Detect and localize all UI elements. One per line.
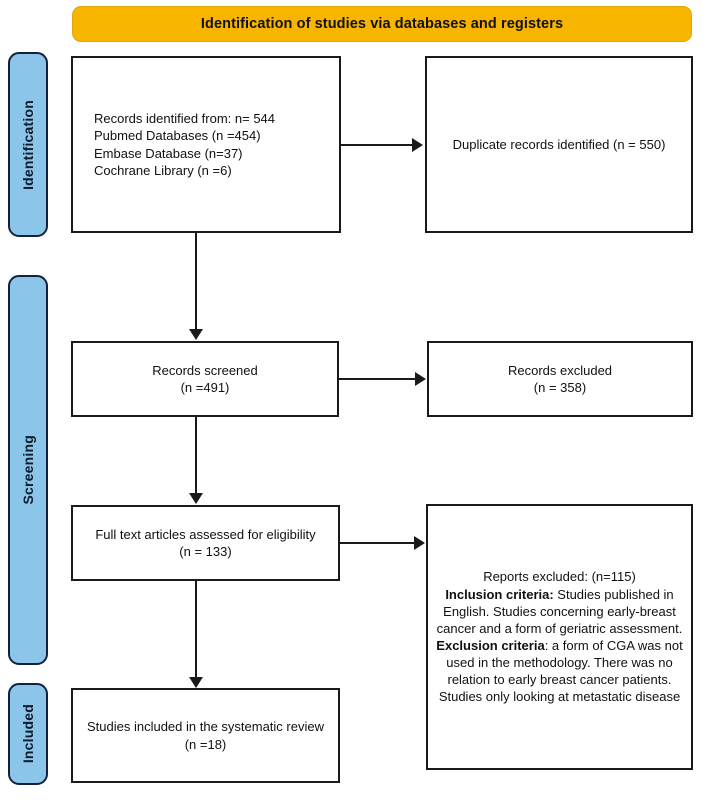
box-studies-included: Studies included in the systematic revie… — [71, 688, 340, 783]
inclusion-criteria-text: Studies published in English. Studies co… — [436, 586, 683, 636]
exclusion-criteria-label: Exclusion criteria — [436, 638, 545, 653]
connector-identified-to-screened — [195, 233, 197, 331]
stage-tab-included-label: Included — [20, 704, 36, 764]
box-records-screened: Records screened (n =491) — [71, 341, 339, 417]
box-records-excluded-text: Records excluded (n = 358) — [507, 362, 613, 395]
connector-identified-to-duplicates — [341, 144, 413, 146]
box-reports-excluded-text: Reports excluded: (n=115)Inclusion crite… — [436, 568, 683, 705]
box-records-screened-text: Records screened (n =491) — [152, 362, 258, 395]
box-studies-included-text: Studies included in the systematic revie… — [86, 719, 324, 752]
box-records-excluded: Records excluded (n = 358) — [427, 341, 693, 417]
box-duplicate-records: Duplicate records identified (n = 550) — [425, 56, 693, 233]
header-banner-label: Identification of studies via databases … — [200, 16, 564, 32]
box-fulltext-assessed-text: Full text articles assessed for eligibil… — [95, 526, 316, 559]
arrowhead-down-icon-fulltext — [189, 493, 203, 504]
connector-fulltext-to-reports-excluded — [340, 542, 415, 544]
box-reports-excluded: Reports excluded: (n=115)Inclusion crite… — [426, 504, 693, 770]
stage-tab-identification: Identification — [8, 52, 48, 237]
box-fulltext-assessed: Full text articles assessed for eligibil… — [71, 505, 340, 581]
arrowhead-down-icon-included — [189, 677, 203, 688]
inclusion-criteria-label: Inclusion criteria: — [445, 586, 554, 602]
stage-tab-screening: Screening — [8, 275, 48, 665]
stage-tab-identification-label: Identification — [20, 99, 36, 190]
arrowhead-down-icon-screened — [189, 329, 203, 340]
reports-excluded-count: Reports excluded: (n=115) — [483, 569, 636, 585]
header-banner: Identification of studies via databases … — [72, 6, 692, 42]
connector-screened-to-fulltext — [195, 417, 197, 495]
box-records-identified: Records identified from: n= 544 Pubmed D… — [71, 56, 341, 233]
arrowhead-right-icon-excluded — [415, 372, 426, 386]
arrowhead-right-icon-duplicates — [412, 138, 423, 152]
box-records-identified-text: Records identified from: n= 544 Pubmed D… — [94, 111, 276, 178]
stage-tab-included: Included — [8, 683, 48, 785]
arrowhead-right-icon-reports-excluded — [414, 536, 425, 550]
connector-screened-to-excluded — [339, 378, 416, 380]
exclusion-criteria-text: : a form of CGA was not used in the meth… — [438, 638, 683, 705]
connector-fulltext-to-included — [195, 581, 197, 679]
stage-tab-screening-label: Screening — [20, 435, 36, 505]
box-duplicate-records-text: Duplicate records identified (n = 550) — [452, 136, 666, 152]
